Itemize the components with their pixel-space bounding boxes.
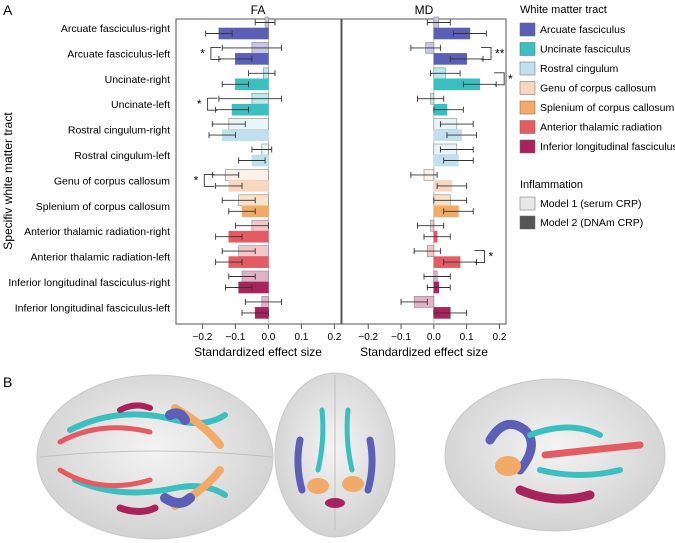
brain-top-inferior-tract-2 <box>117 402 153 413</box>
category-label: Uncinate-left <box>111 99 170 111</box>
brain-side-inferior-tract <box>515 485 595 504</box>
fa-significance-label: * <box>194 173 199 187</box>
legend: White matter tract Arcuate fasciculusUnc… <box>519 4 675 230</box>
fa-significance-bracket <box>210 46 221 60</box>
brain-side-arcuate-tract <box>485 419 536 475</box>
md-x-axis-title: Standardized effect size <box>360 345 488 359</box>
md-significance-bracket <box>494 72 505 86</box>
md-significance-bracket <box>481 46 492 60</box>
legend-label-splenium: Splenium of corpus callosum <box>540 102 674 114</box>
legend-label-inferior: Inferior longitudinal fasciculus <box>540 141 675 153</box>
brain-side-uncinate-tract <box>527 424 603 438</box>
md-significance-label: * <box>508 72 513 86</box>
legend-swatch-uncinate <box>519 42 536 56</box>
legend-label-genu: Genu of corpus callosum <box>540 83 656 95</box>
brain-top-arcuate-tract <box>165 408 190 425</box>
brain-front-splenium-2 <box>342 476 364 492</box>
legend-inflammation-items: Model 1 (serum CRP) Model 2 (DNAm CRP) <box>519 196 643 230</box>
category-label: Anterior thalamic radiation-right <box>24 226 170 238</box>
fa-significance-label: * <box>200 46 205 60</box>
y-axis-title: Specifiv white matter tract <box>1 112 15 250</box>
legend-tract-title: White matter tract <box>520 4 607 16</box>
category-label: Splenium of corpus callosum <box>36 201 170 213</box>
brain-top-outline <box>36 374 274 540</box>
legend-swatch-rostral <box>519 61 536 76</box>
brain-side-view <box>444 378 666 532</box>
md-x-tick-label: 0.1 <box>460 332 474 343</box>
md-x-tick-label: −0.1 <box>391 332 411 343</box>
md-x-tick-label: −0.2 <box>358 332 378 343</box>
category-label: Rostral cingulum-right <box>68 125 170 137</box>
legend-label-arcuate: Arcuate fasciculus <box>540 24 625 36</box>
legend-swatch-inferior <box>519 139 536 154</box>
brain-side-uncinate-tract-2 <box>537 467 623 478</box>
brain-side-thalamic-tract <box>541 441 644 459</box>
brain-front-arcuate-tract-2 <box>364 436 376 494</box>
category-label: Inferior longitudinal fasciculus-right <box>8 277 170 289</box>
brain-front-arcuate-tract <box>294 436 306 494</box>
fa-significance-bracket <box>203 173 215 187</box>
legend-swatch-splenium <box>519 100 536 115</box>
fa-x-tick-label: −0.1 <box>226 332 246 343</box>
category-label: Genu of corpus callosum <box>54 175 170 187</box>
legend-label-model1_swatch: Model 1 (serum CRP) <box>540 198 642 210</box>
category-label: Arcuate fasciculus-left <box>67 48 170 60</box>
fa-x-tick-label: 0.1 <box>294 332 308 343</box>
fa-x-tick-label: 0.0 <box>261 332 275 343</box>
legend-label-model2_swatch: Model 2 (DNAm CRP) <box>540 217 643 229</box>
legend-label-rostral: Rostral cingulum <box>540 63 618 75</box>
brain-top-view <box>36 374 274 540</box>
legend-inflammation-title: Inflammation <box>520 179 583 191</box>
md-significance-label: ** <box>495 46 505 60</box>
brain-top-thalamic-tract <box>57 425 153 445</box>
category-label: Uncinate-right <box>105 74 170 86</box>
brain-top-arcuate-tract-2 <box>160 493 195 508</box>
category-label: Rostral cingulum-left <box>74 150 170 162</box>
fa-marks: −0.2 −0.1 0.0 0.1 0.2 * * * <box>193 16 342 343</box>
md-x-tick-label: 0.0 <box>427 332 441 343</box>
brain-renderings <box>36 372 666 540</box>
md-plot-frame <box>341 18 507 325</box>
panel-label-a: A <box>3 2 13 18</box>
fa-panel: FA −0.2 −0.1 0.0 0.1 0.2 * * * Standardized eff… <box>175 3 342 359</box>
brain-front-inferior <box>325 498 345 508</box>
brain-top-inferior-tract <box>116 504 159 515</box>
brain-front-view <box>274 372 396 538</box>
legend-swatch-anterior <box>519 120 536 134</box>
fa-plot-frame <box>175 18 342 325</box>
md-x-tick-label: 0.2 <box>492 332 506 343</box>
legend-swatch-model1_swatch <box>519 196 536 211</box>
fa-x-tick-label: −0.2 <box>193 332 213 343</box>
legend-label-anterior: Anterior thalamic radiation <box>540 122 662 134</box>
fa-significance-bracket <box>207 97 218 111</box>
legend-swatch-genu <box>519 81 536 95</box>
legend-swatch-arcuate <box>519 22 536 37</box>
brain-top-uncinate-tract-2 <box>72 477 228 498</box>
md-title: MD <box>415 3 434 17</box>
fa-significance-label: * <box>197 97 202 111</box>
brain-top-thalamic-tract-2 <box>57 467 153 489</box>
category-label: Arcuate fasciculus-right <box>61 23 170 35</box>
md-significance-bracket <box>474 250 485 264</box>
brain-top-midline <box>39 450 273 458</box>
brain-side-splenium <box>495 456 521 476</box>
fa-title: FA <box>251 3 266 17</box>
legend-label-uncinate: Uncinate fasciculus <box>540 44 630 56</box>
legend-swatch-model2_swatch <box>519 215 536 230</box>
brain-front-uncinate-tract-2 <box>344 407 355 473</box>
category-label: Inferior longitudinal fasciculus-left <box>15 302 170 314</box>
fa-x-axis-title: Standardized effect size <box>194 345 322 359</box>
category-label: Anterior thalamic radiation-left <box>31 252 171 264</box>
panel-label-b: B <box>3 374 12 390</box>
brain-front-splenium <box>307 478 329 494</box>
fa-x-tick-label: 0.2 <box>327 332 341 343</box>
md-significance-label: * <box>488 250 493 264</box>
brain-front-uncinate-tract <box>315 407 326 473</box>
